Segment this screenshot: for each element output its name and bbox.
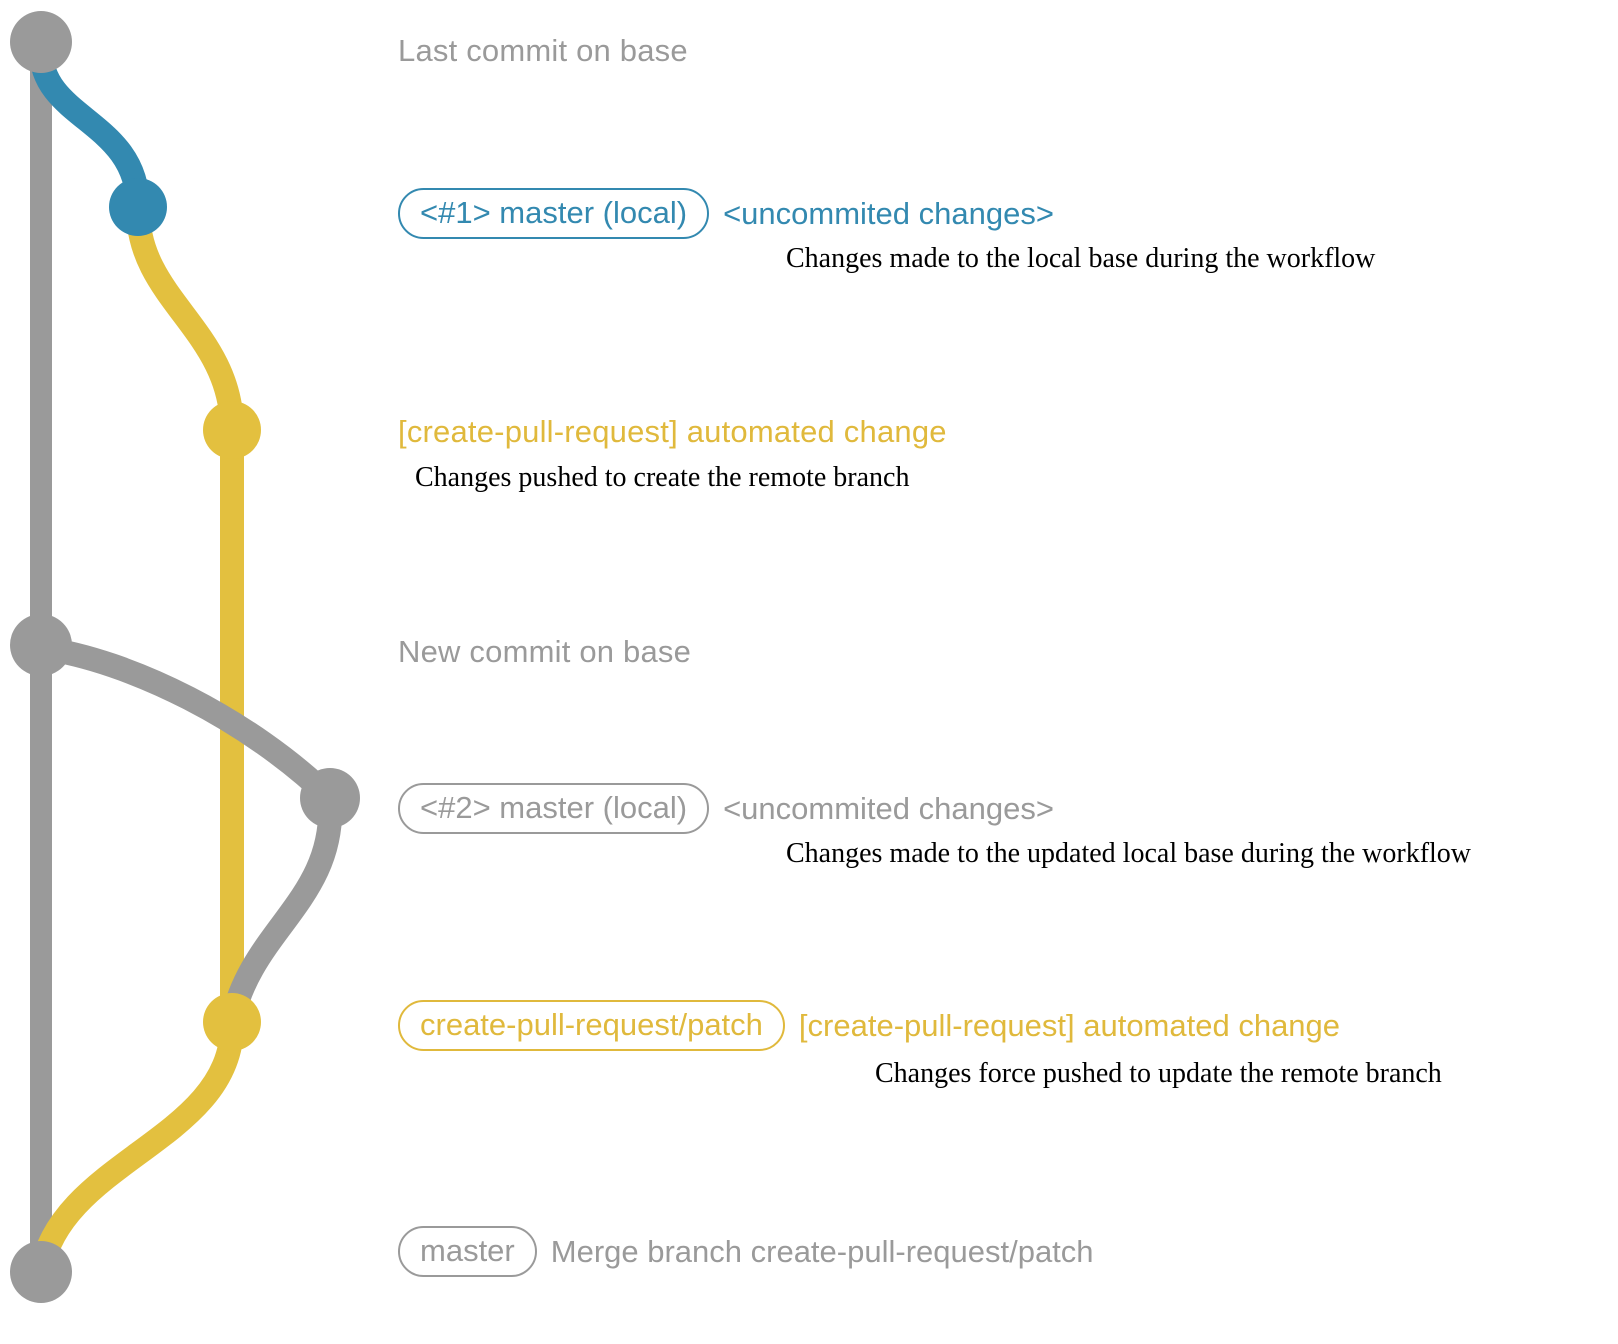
annotation-merge: master Merge branch create-pull-request/… [398,1226,1094,1277]
commit-node-automated-change-1[interactable] [203,401,261,459]
branch-badge-local-2[interactable]: <#2> master (local) [398,783,710,834]
caption-automated-change-1: Changes pushed to create the remote bran… [415,462,910,493]
commit-node-local-2[interactable] [300,768,360,828]
commit-message-last-commit-on-base: Last commit on base [398,33,688,68]
annotation-merge-row: master Merge branch create-pull-request/… [398,1226,1094,1277]
annotation-local-2: <#2> master (local) <uncommited changes> [398,783,1054,834]
branch-badge-patch[interactable]: create-pull-request/patch [398,1000,785,1051]
caption-patch-branch: Changes force pushed to update the remot… [875,1058,1442,1089]
local-branch-line-blue [29,38,150,219]
annotation-local-2-row: <#2> master (local) <uncommited changes> [398,783,1054,834]
commit-node-local-1[interactable] [109,178,167,236]
annotation-local-1: <#1> master (local) <uncommited changes> [398,188,1054,239]
annotation-patch-branch: create-pull-request/patch [create-pull-r… [398,1000,1340,1051]
branch-badge-master[interactable]: master [398,1226,537,1277]
annotation-patch-branch-row: create-pull-request/patch [create-pull-r… [398,1000,1340,1051]
annotation-new-commit-on-base: New commit on base [398,634,691,670]
commit-node-new-commit-on-base[interactable] [10,614,72,676]
local2-to-patch-line [220,788,343,1034]
commit-message-local-1: <uncommited changes> [723,196,1054,231]
caption-local-2: Changes made to the updated local base d… [786,838,1472,869]
commit-message-automated-change-1: [create-pull-request] automated change [398,414,947,449]
commit-message-local-2: <uncommited changes> [723,791,1054,826]
commit-message-patch-branch: [create-pull-request] automated change [798,1008,1341,1043]
commit-node-last-commit-on-base[interactable] [10,11,72,73]
local2-branch-line-gray [29,636,342,810]
caption-local-1: Changes made to the local base during th… [786,243,1376,274]
commit-message-merge: Merge branch create-pull-request/patch [550,1234,1094,1269]
branch-badge-local-1[interactable]: <#1> master (local) [398,188,710,239]
commit-node-merge[interactable] [10,1241,72,1303]
annotation-local-1-row: <#1> master (local) <uncommited changes> [398,188,1054,239]
patch-branch-line-upper [126,198,244,442]
commit-message-new-commit-on-base: New commit on base [398,634,692,669]
annotation-automated-change-1: [create-pull-request] automated change [398,414,947,450]
commit-node-patch-branch[interactable] [203,993,261,1051]
merge-line-gold [29,1013,244,1284]
annotation-last-commit-on-base: Last commit on base [398,33,688,69]
